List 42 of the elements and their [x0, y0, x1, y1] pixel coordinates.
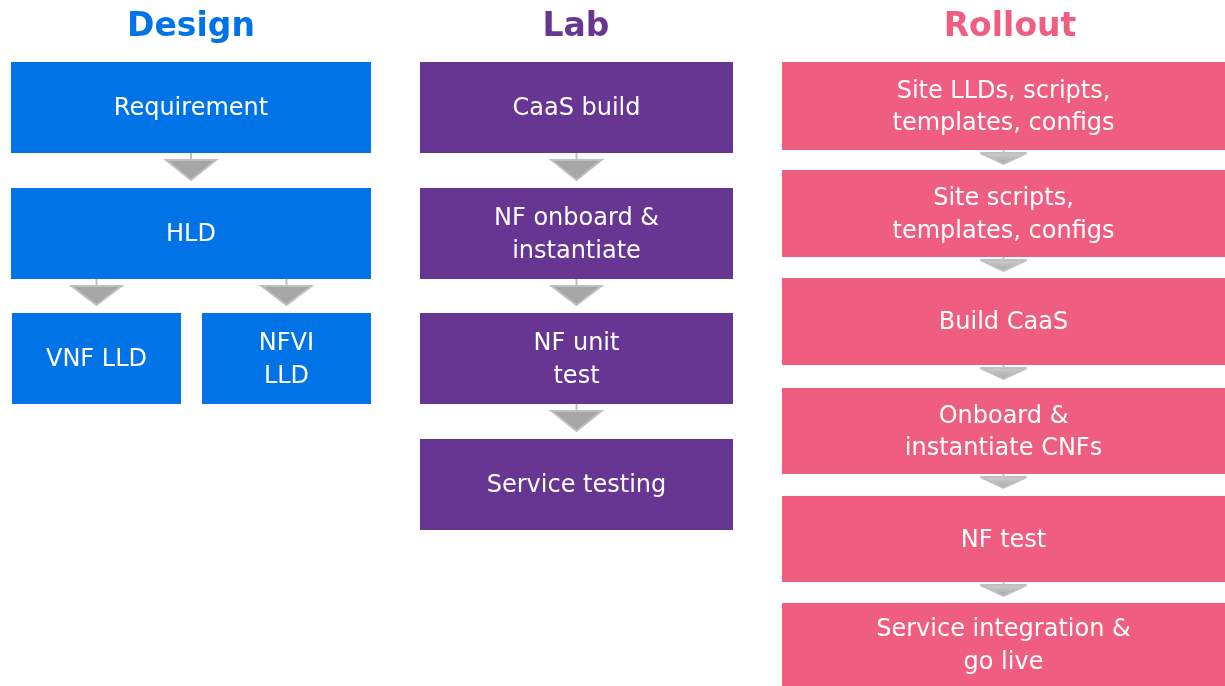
box-label: NF unit test: [532, 327, 621, 391]
process-box: [782, 388, 1225, 474]
box-label: Service testing: [486, 469, 667, 501]
arrow: [548, 403, 605, 433]
box-label: Service integration & go live: [875, 613, 1132, 677]
process-box: [420, 439, 733, 530]
box-label: Requirement: [113, 92, 269, 124]
box-label: NF test: [960, 523, 1047, 555]
process-box: [420, 188, 733, 279]
process-box: [12, 313, 181, 404]
box-label: Onboard & instantiate CNFs: [903, 399, 1104, 463]
process-box: [11, 62, 371, 153]
column-heading: Lab: [541, 5, 611, 44]
box-label: Site scripts, templates, configs: [891, 182, 1116, 246]
arrow: [979, 473, 1028, 490]
process-box: [202, 313, 371, 404]
box-label: HLD: [166, 218, 216, 250]
arrow: [979, 581, 1028, 598]
process-box: [782, 278, 1225, 365]
process-box: [11, 188, 371, 279]
arrow: [979, 149, 1028, 166]
box-label: CaaS build: [512, 92, 641, 124]
box-label: Build CaaS: [938, 306, 1069, 338]
process-box: [782, 170, 1225, 257]
box-label: NF onboard & instantiate: [493, 202, 660, 266]
process-box: [782, 496, 1225, 582]
box-label: NFVI LLD: [257, 327, 316, 391]
box-label: VNF LLD: [46, 343, 147, 375]
process-box: [420, 313, 733, 404]
arrow: [258, 278, 315, 307]
arrow: [163, 152, 219, 182]
process-box: [782, 603, 1225, 686]
arrow: [979, 364, 1028, 381]
box-label: Site LLDs, scripts, templates, configs: [891, 74, 1116, 138]
process-box: [782, 62, 1225, 150]
arrow: [979, 256, 1028, 273]
column-heading: Rollout: [942, 5, 1078, 44]
arrow: [548, 152, 605, 182]
arrow: [68, 278, 125, 307]
process-box: [420, 62, 733, 153]
arrow: [548, 278, 605, 307]
column-heading: Design: [126, 5, 256, 44]
